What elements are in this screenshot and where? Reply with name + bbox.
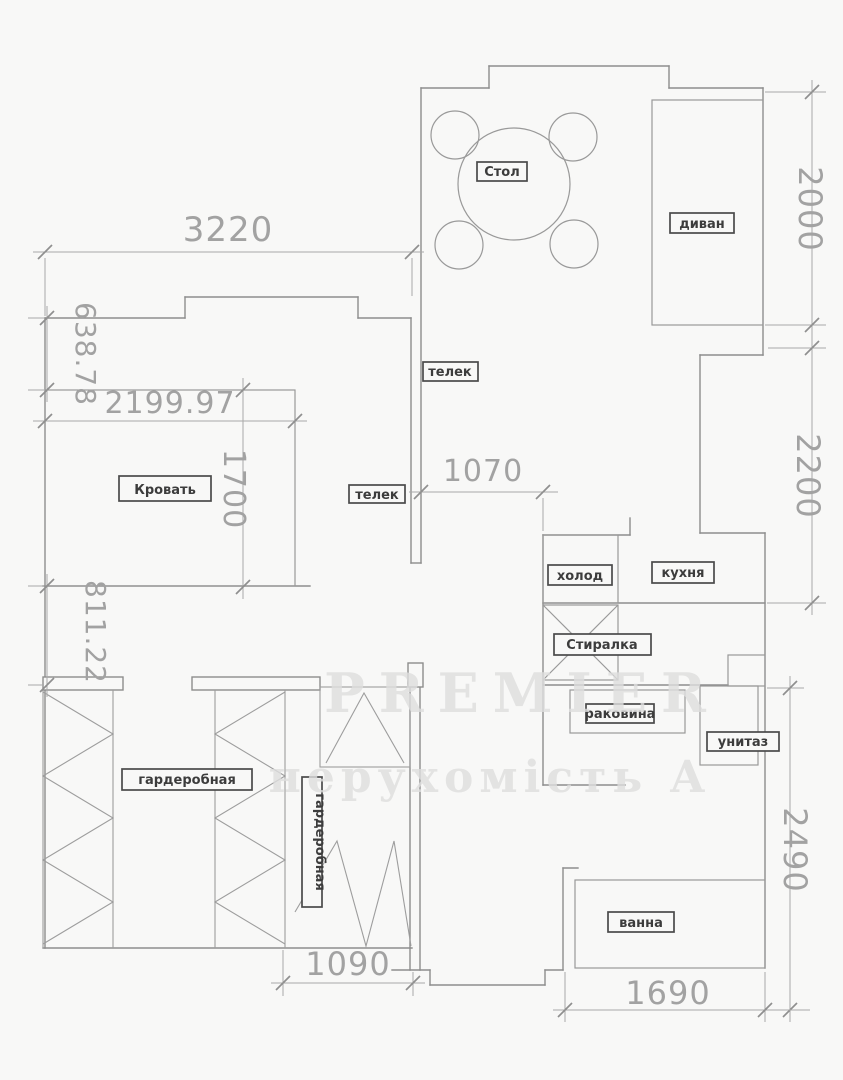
sink-counter xyxy=(569,689,686,734)
chair xyxy=(548,112,598,162)
dim-bed-height: 1700 xyxy=(216,449,251,529)
washer-label: Стиралка xyxy=(566,638,637,653)
toilet-label: унитаз xyxy=(718,735,768,750)
dim-tick xyxy=(804,340,820,356)
dim-tick xyxy=(37,244,53,260)
watermark-line1: PREMIER xyxy=(324,661,720,725)
dim-left-lower: 811.22 xyxy=(79,580,112,684)
wall-segment xyxy=(42,676,124,691)
dim-tick xyxy=(782,680,798,696)
fridge-label: холод xyxy=(557,569,603,584)
dim-bottom-bath: 1690 xyxy=(625,974,710,1012)
dim-left-upper: 638.78 xyxy=(69,302,102,406)
labels: Стол диван телек телек Кровать холод кух… xyxy=(118,161,780,933)
table-label-box xyxy=(476,161,528,182)
wardrobe-racks xyxy=(41,686,412,949)
dim-tick xyxy=(275,975,291,991)
sofa xyxy=(651,99,764,326)
wall-segment xyxy=(191,676,321,691)
watermark-line2: нерухомість А xyxy=(269,752,712,803)
bathtub xyxy=(574,879,766,969)
sink-label: раковина xyxy=(585,707,656,722)
bed-label-box xyxy=(118,475,212,502)
dim-tick xyxy=(37,413,53,429)
fridge-label-box xyxy=(547,564,613,586)
wall-pier xyxy=(407,662,424,688)
dimensions: 3220 638.78 2199.97 1700 811.22 1070 xyxy=(28,80,829,1022)
dim-tick xyxy=(235,382,251,398)
watermark: PREMIER нерухомість А xyxy=(269,661,720,803)
dim-tick xyxy=(287,413,303,429)
zigzag-hatch xyxy=(325,691,405,764)
kitchen-label-box xyxy=(651,561,715,584)
dim-tick xyxy=(39,310,55,326)
dim-hall-width: 1070 xyxy=(443,454,523,489)
dim-tick xyxy=(804,84,820,100)
dim-bottom-hall: 1090 xyxy=(305,945,390,983)
sofa-label-box xyxy=(669,212,735,234)
zigzag-hatch xyxy=(213,691,287,945)
dim-right-bath: 2490 xyxy=(776,807,814,892)
chair xyxy=(549,219,599,269)
bath-label-box xyxy=(607,911,675,933)
dim-tick xyxy=(39,382,55,398)
bed-label: Кровать xyxy=(134,483,196,498)
dim-bed-width: 2199.97 xyxy=(104,386,235,421)
kitchen-label: кухня xyxy=(661,566,704,581)
dining-table xyxy=(457,127,571,241)
bath-label: ванна xyxy=(619,916,663,931)
dim-right-living: 2000 xyxy=(791,166,829,251)
dim-tick xyxy=(235,579,251,595)
washer-label-box xyxy=(553,633,652,656)
wardrobe-vertical-label: гардеробная xyxy=(312,793,327,891)
wardrobe-label-box xyxy=(121,768,253,791)
bed xyxy=(44,389,296,587)
dim-tick xyxy=(405,975,421,991)
dim-right-kitchen: 2200 xyxy=(789,433,827,518)
table-label: Стол xyxy=(484,165,520,180)
tv-top-label-box xyxy=(422,361,479,382)
dim-tick xyxy=(804,317,820,333)
sofa-label: диван xyxy=(679,217,725,232)
chair xyxy=(430,110,480,160)
chair xyxy=(434,220,484,270)
closet-box xyxy=(319,686,411,768)
wardrobe-vertical-label-box xyxy=(301,776,323,908)
zigzag-hatch xyxy=(41,691,115,945)
dim-tick xyxy=(535,484,551,500)
dim-top-width: 3220 xyxy=(183,210,274,250)
tv-bottom-label-box xyxy=(348,484,406,504)
dim-tick xyxy=(413,484,429,500)
toilet-label-box xyxy=(706,731,780,752)
toilet xyxy=(699,685,759,766)
dim-tick xyxy=(557,1002,573,1018)
dim-tick xyxy=(404,244,420,260)
zigzag-hatch xyxy=(294,839,412,949)
fridge xyxy=(542,534,619,604)
dim-tick xyxy=(757,1002,773,1018)
tv-top-label: телек xyxy=(428,365,472,380)
dim-tick xyxy=(39,677,55,693)
dim-tick xyxy=(804,595,820,611)
dim-tick xyxy=(39,578,55,594)
tv-bottom-label: телек xyxy=(355,488,399,503)
wardrobe-label: гардеробная xyxy=(138,773,236,788)
sink-label-box xyxy=(585,703,655,724)
